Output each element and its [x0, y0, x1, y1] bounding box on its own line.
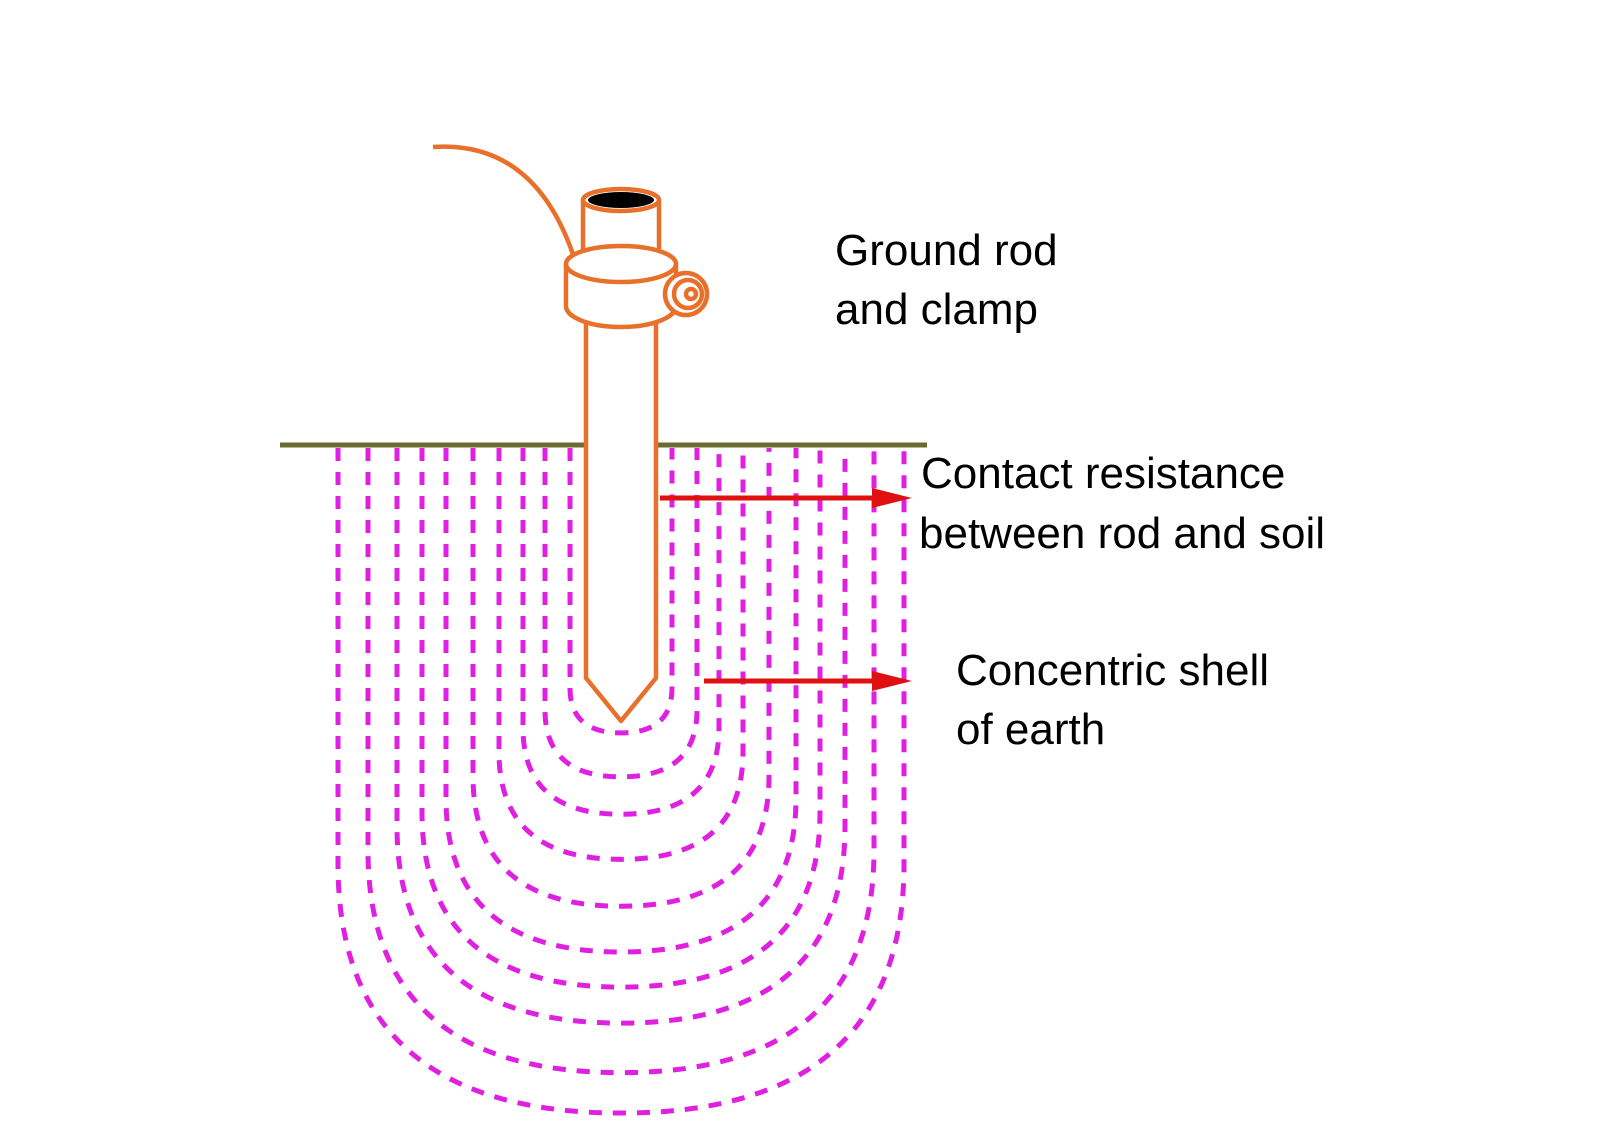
concentric-shell — [542, 448, 700, 780]
concentric-shell — [520, 448, 722, 817]
pointer-arrows — [660, 488, 912, 691]
rod-shaft — [583, 320, 659, 724]
concentric-shells — [335, 448, 907, 1116]
concentric-shell — [567, 448, 675, 736]
rod-top-opening — [588, 192, 654, 208]
concentric-shell-label-line1: Concentric shell — [956, 646, 1269, 695]
contact-resistance-label-line2: between rod and soil — [919, 509, 1325, 558]
contact-resistance-arrowhead — [872, 488, 912, 508]
clamp-top-rim — [563, 243, 679, 285]
concentric-shell — [496, 448, 746, 862]
concentric-shell — [335, 448, 907, 1116]
lead-wire — [432, 144, 581, 271]
ground-rod — [432, 144, 710, 724]
concentric-shell — [470, 448, 772, 909]
clamp-bolt-hole — [683, 286, 699, 302]
concentric-shell-label-line2: of earth — [956, 705, 1105, 754]
concentric-shell — [394, 448, 848, 1026]
concentric-shell-arrowhead — [872, 671, 912, 691]
ground-rod-label-line1: Ground rod — [835, 226, 1058, 275]
ground-rod-label-line2: and clamp — [835, 285, 1038, 334]
concentric-shell — [365, 448, 877, 1076]
contact-resistance-label-line1: Contact resistance — [921, 449, 1285, 498]
